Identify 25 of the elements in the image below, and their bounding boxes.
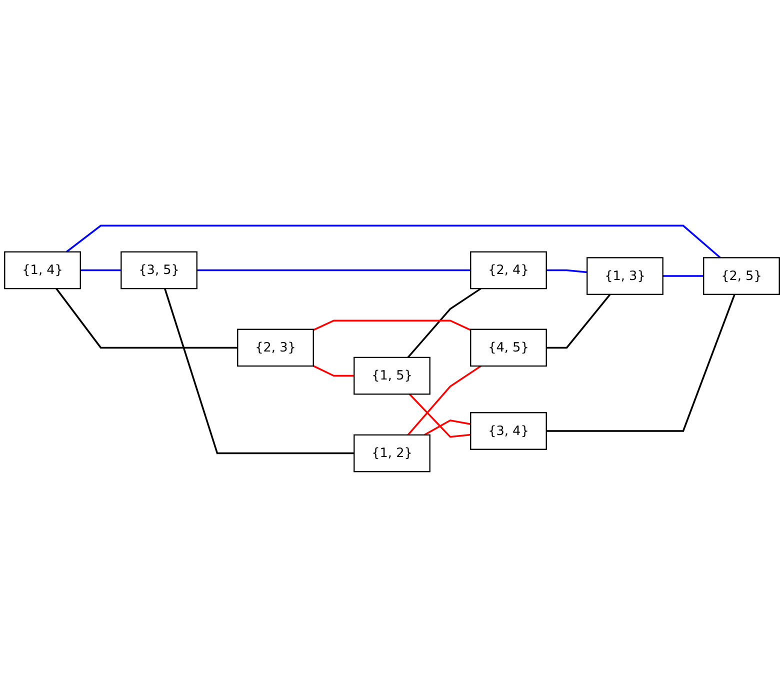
connector (80, 269, 122, 271)
connector (546, 294, 736, 432)
connector (196, 269, 471, 271)
node-box: {1, 4} (4, 251, 81, 290)
connector (546, 294, 611, 348)
node-box: {2, 3} (237, 328, 314, 366)
node-box: {2, 4} (470, 251, 547, 290)
node-box: {4, 5} (470, 328, 547, 366)
connector (424, 419, 471, 436)
connector (56, 288, 238, 348)
node-box: {3, 4} (470, 412, 547, 450)
connector (407, 365, 482, 436)
node-box: {1, 5} (354, 356, 430, 395)
node-box: {1, 3} (586, 256, 664, 295)
connector (662, 275, 704, 277)
connector (313, 320, 471, 331)
connector (312, 365, 354, 377)
connector (66, 224, 721, 258)
node-box: {1, 2} (354, 434, 430, 472)
node-box: {2, 5} (703, 256, 780, 295)
connector (546, 269, 588, 273)
connector (408, 393, 471, 438)
connector (407, 288, 482, 358)
node-box: {3, 5} (120, 251, 198, 290)
connector (164, 288, 354, 454)
